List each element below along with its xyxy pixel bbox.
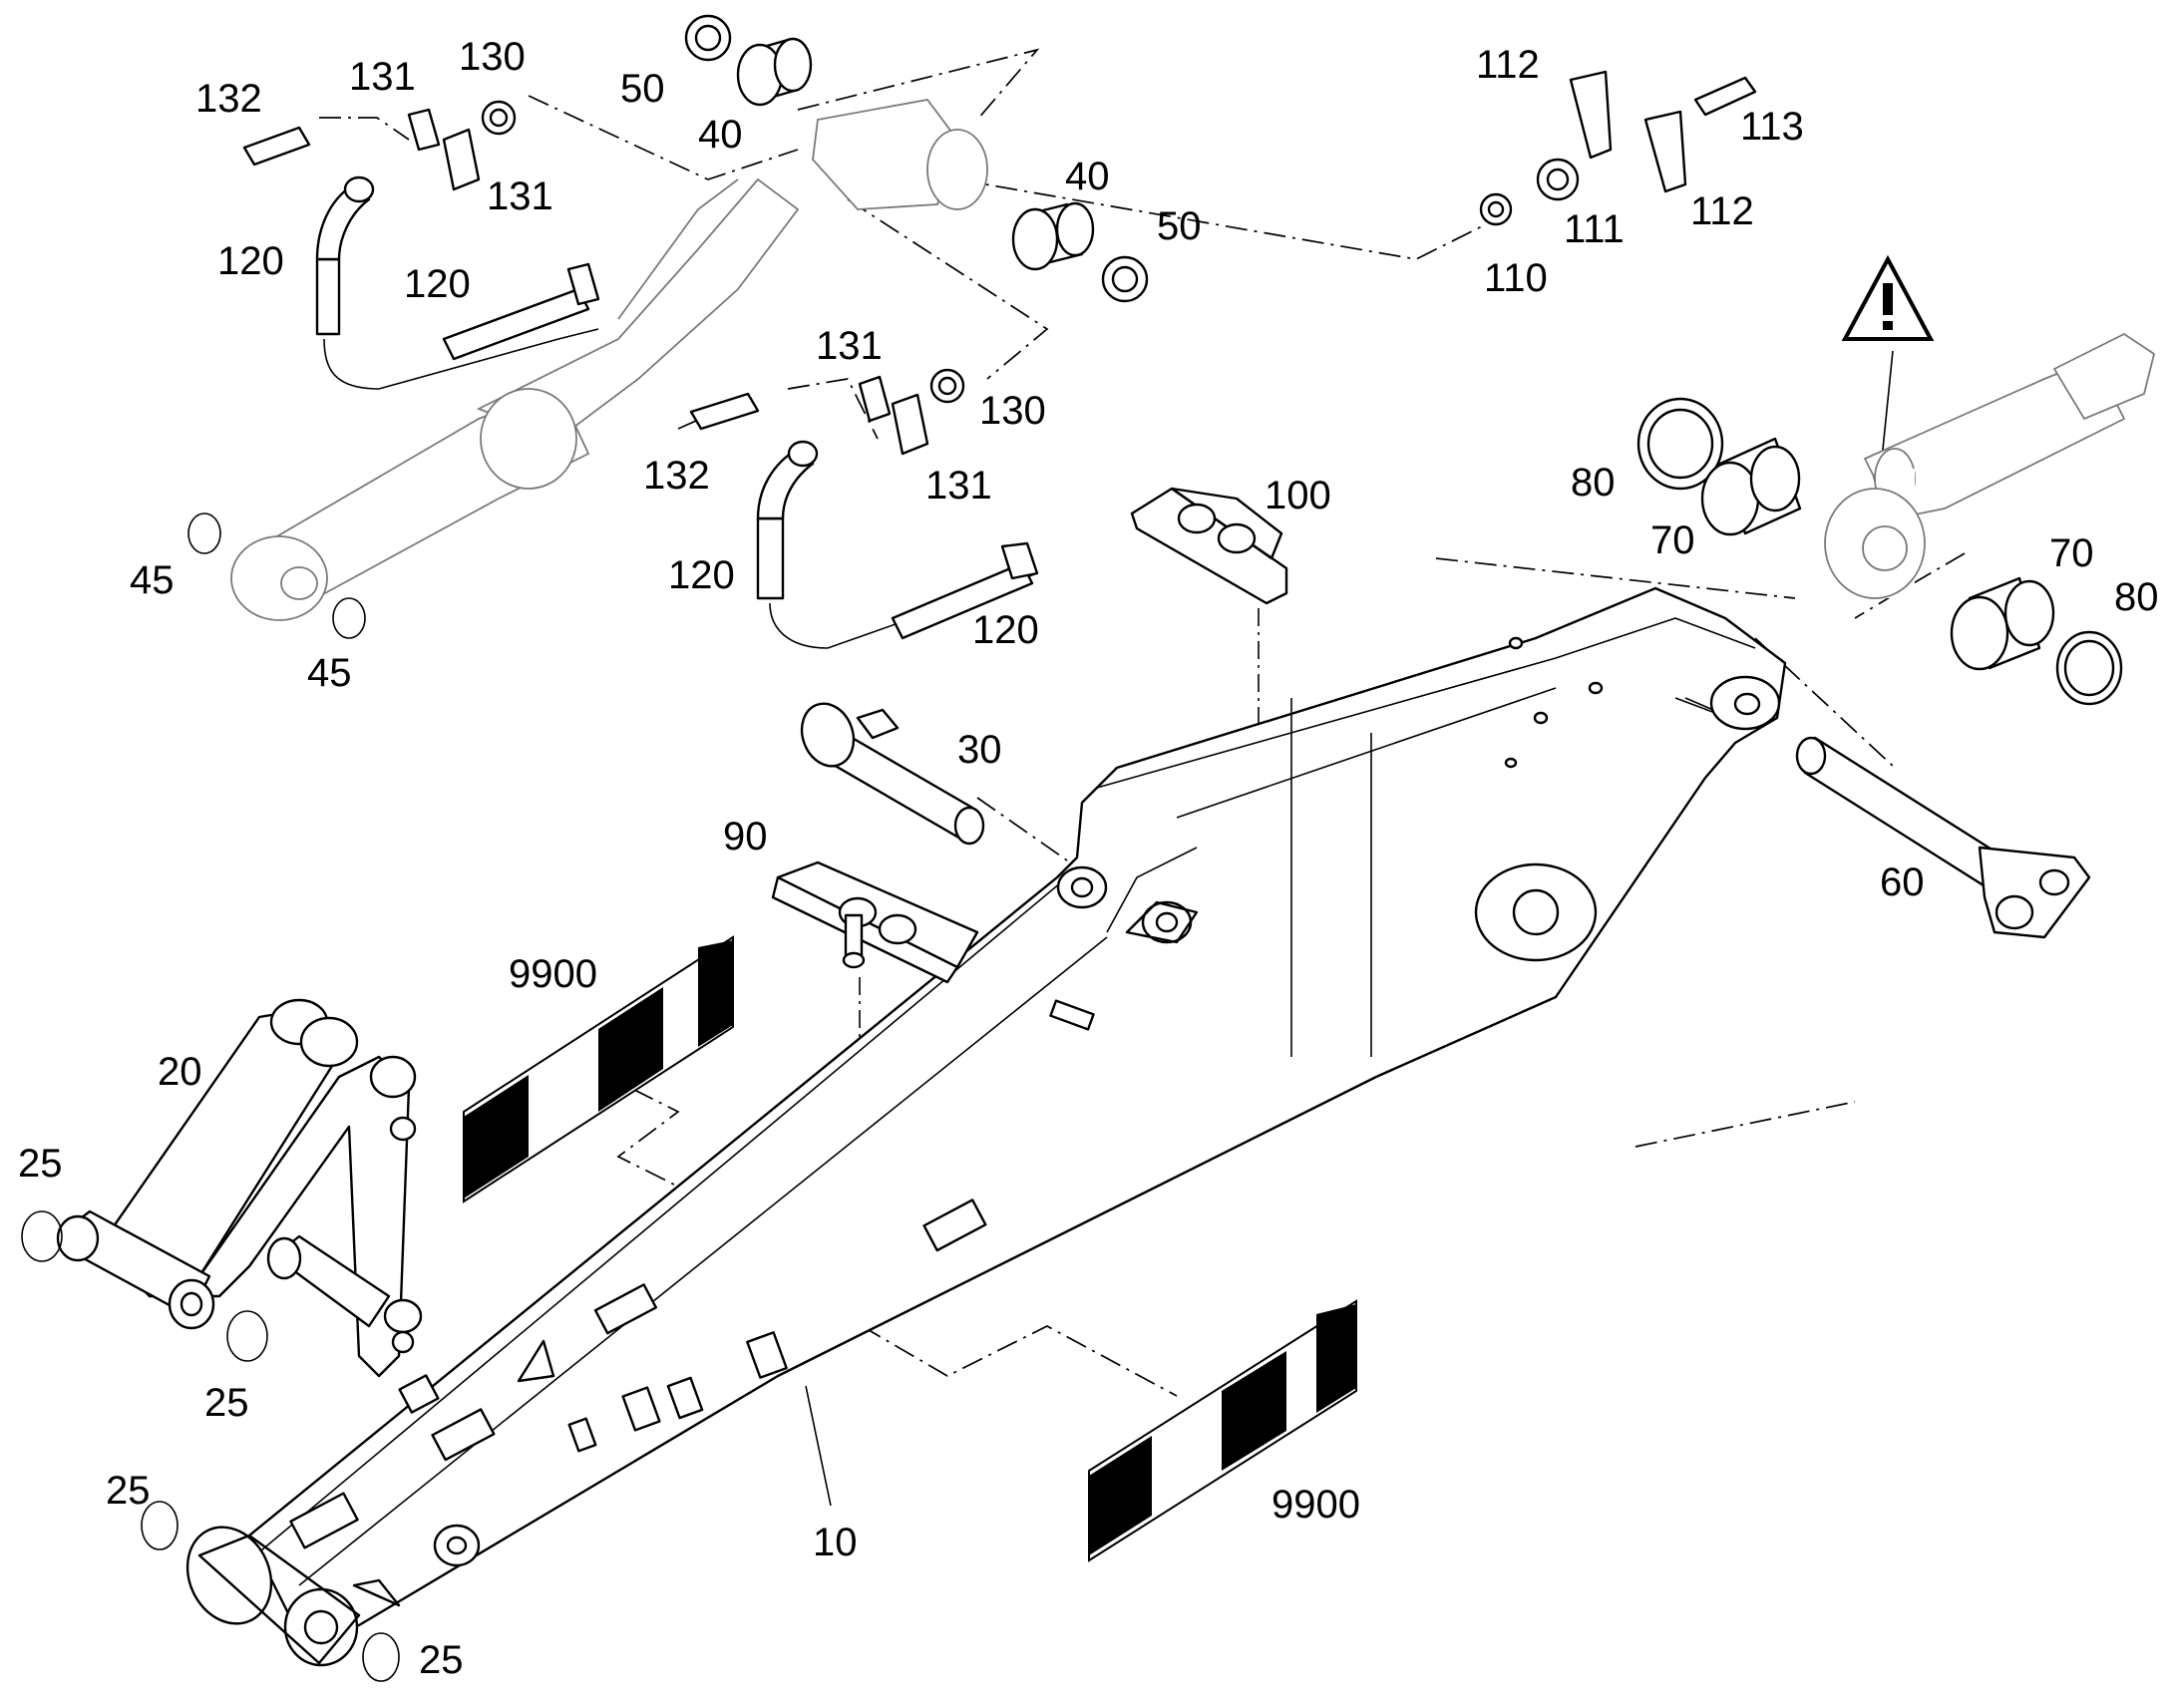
callout-70: 70: [1650, 518, 1695, 562]
callout-70: 70: [2049, 531, 2094, 575]
callout-10: 10: [813, 1521, 858, 1564]
callout-40: 40: [698, 113, 743, 157]
callout-130: 130: [459, 35, 526, 79]
callout-25: 25: [419, 1638, 464, 1682]
callout-112: 112: [1476, 43, 1540, 87]
callout-131: 131: [925, 464, 992, 508]
callout-120: 120: [217, 239, 284, 283]
clamp-100: [1130, 487, 1288, 605]
callout-120: 120: [668, 553, 735, 597]
callout-111: 111: [1564, 207, 1625, 251]
callout-120: 120: [404, 262, 471, 306]
callout-25: 25: [106, 1469, 151, 1513]
callout-30: 30: [957, 728, 1002, 772]
callouts: 10 20 25 25 25 25 30 40 40 45 45 50 50 6…: [18, 35, 2159, 1682]
callout-131: 131: [487, 174, 553, 218]
callout-9900: 9900: [1272, 1483, 1360, 1527]
callout-100: 100: [1265, 474, 1331, 517]
parts-110-113: [1479, 70, 1757, 226]
callout-50: 50: [620, 67, 665, 111]
right-cylinder: [1824, 332, 2156, 599]
callout-131: 131: [816, 324, 883, 368]
clamp-90: [771, 860, 979, 984]
callout-90: 90: [723, 815, 768, 858]
callout-60: 60: [1880, 860, 1925, 904]
callout-112: 112: [1690, 189, 1754, 233]
callout-9900: 9900: [509, 952, 597, 996]
callout-25: 25: [18, 1142, 63, 1186]
callout-45: 45: [130, 558, 175, 602]
warning-triangle-icon: [1841, 254, 1935, 341]
callout-45: 45: [307, 651, 352, 695]
callout-40: 40: [1065, 155, 1110, 198]
hoses-120: [315, 175, 1039, 649]
upper-cylinder: [230, 99, 988, 621]
brackets-130-131-132: [242, 100, 965, 456]
callout-132: 132: [195, 77, 262, 121]
callout-120: 120: [972, 608, 1039, 652]
callout-80: 80: [2114, 575, 2159, 619]
stripe-marker-9900-right: [1088, 1299, 1357, 1562]
snap-rings-45: [187, 512, 366, 639]
bushings-70-80: [1636, 397, 2123, 706]
callout-131: 131: [349, 55, 416, 99]
link-20: [56, 998, 423, 1378]
callout-110: 110: [1484, 256, 1548, 300]
snap-rings-25: [21, 1210, 400, 1682]
callout-130: 130: [979, 389, 1046, 433]
callout-113: 113: [1740, 105, 1804, 149]
bushings-40-50: [684, 14, 1149, 303]
callout-50: 50: [1157, 204, 1202, 248]
callout-80: 80: [1571, 461, 1616, 505]
callout-20: 20: [158, 1050, 202, 1094]
stripe-marker-9900-left: [463, 935, 734, 1203]
callout-25: 25: [204, 1381, 249, 1425]
pin-30: [800, 702, 985, 846]
pin-60: [1795, 736, 2091, 939]
callout-132: 132: [643, 454, 710, 498]
boom-10: [185, 586, 1787, 1667]
